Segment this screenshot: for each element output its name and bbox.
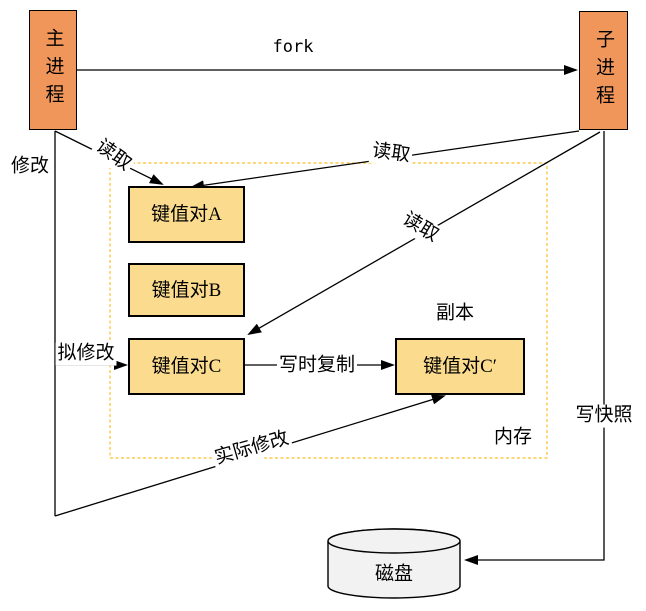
kv-pair-a-node: 键值对A	[128, 186, 245, 243]
memory-region-border	[109, 162, 548, 459]
copy-on-write-label: 写时复制	[276, 354, 358, 378]
modify-label: 修改	[10, 155, 50, 177]
disk-cylinder	[327, 528, 461, 599]
disk-label: 磁盘	[374, 563, 414, 585]
child-process-node: 子进程	[579, 11, 628, 130]
intend-modify-label: 拟修改	[55, 342, 117, 366]
write-snapshot-label: 写快照	[573, 404, 635, 428]
fork-label: fork	[272, 36, 314, 57]
copy-note-label: 副本	[435, 302, 475, 324]
kv-pair-c-node: 键值对C	[128, 338, 245, 395]
write-snapshot-arrow	[464, 131, 605, 565]
memory-region-label: 内存	[493, 426, 533, 448]
kv-pair-c-copy-node: 键值对C′	[395, 338, 525, 395]
main-process-node: 主进程	[29, 10, 77, 130]
kv-pair-b-node: 键值对B	[128, 263, 245, 317]
